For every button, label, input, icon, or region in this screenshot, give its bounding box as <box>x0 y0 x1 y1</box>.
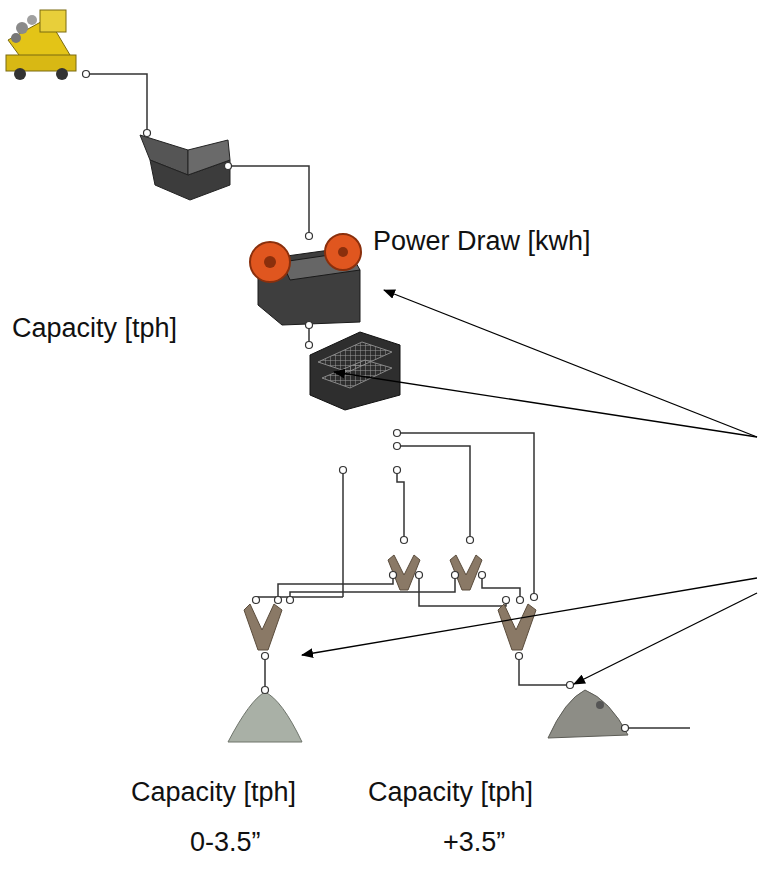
splitter-chutes <box>244 555 536 650</box>
size-fraction-label: 0-3.5” <box>190 827 261 858</box>
capacity-label: Capacity [tph] <box>131 777 296 808</box>
stockpiles <box>228 690 628 742</box>
dump-truck <box>6 10 76 80</box>
size-fraction-label: +3.5” <box>443 827 505 858</box>
leader-arrows <box>302 290 757 684</box>
power-label: Power Draw [kwh] <box>373 226 591 257</box>
capacity-label: Capacity [tph] <box>368 777 533 808</box>
process-wires <box>86 74 690 728</box>
jaw-crusher <box>250 234 361 325</box>
capacity-label: Capacity [tph] <box>12 313 177 344</box>
vibrating-screen <box>310 332 400 410</box>
connection-points <box>83 71 629 732</box>
vibrating-feeder <box>140 135 230 200</box>
